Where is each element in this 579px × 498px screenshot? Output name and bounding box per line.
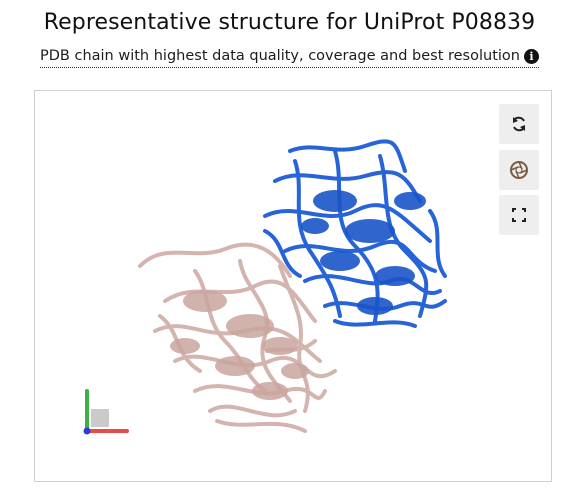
z-axis: [83, 427, 91, 435]
structure-viewer[interactable]: [34, 90, 552, 482]
fullscreen-button[interactable]: [499, 195, 539, 235]
other-chain-helices: [170, 290, 309, 400]
camera-aperture-icon: [510, 161, 528, 179]
other-chain: [138, 242, 337, 433]
expand-icon: [512, 208, 526, 222]
highlighted-chain-helices: [301, 190, 426, 315]
page-title: Representative structure for UniProt P08…: [43, 10, 536, 35]
info-icon[interactable]: i: [523, 48, 539, 64]
refresh-icon: [513, 116, 525, 132]
reset-view-button[interactable]: [499, 104, 539, 144]
highlighted-chain: [263, 139, 447, 328]
axes-plane: [91, 409, 109, 427]
screenshot-button[interactable]: [499, 150, 539, 190]
subtitle: PDB chain with highest data quality, cov…: [40, 48, 539, 68]
subtitle-row: PDB chain with highest data quality, cov…: [0, 45, 579, 68]
subtitle-text: PDB chain with highest data quality, cov…: [40, 48, 520, 64]
orientation-axes: [83, 389, 129, 435]
protein-structure[interactable]: [35, 91, 552, 482]
